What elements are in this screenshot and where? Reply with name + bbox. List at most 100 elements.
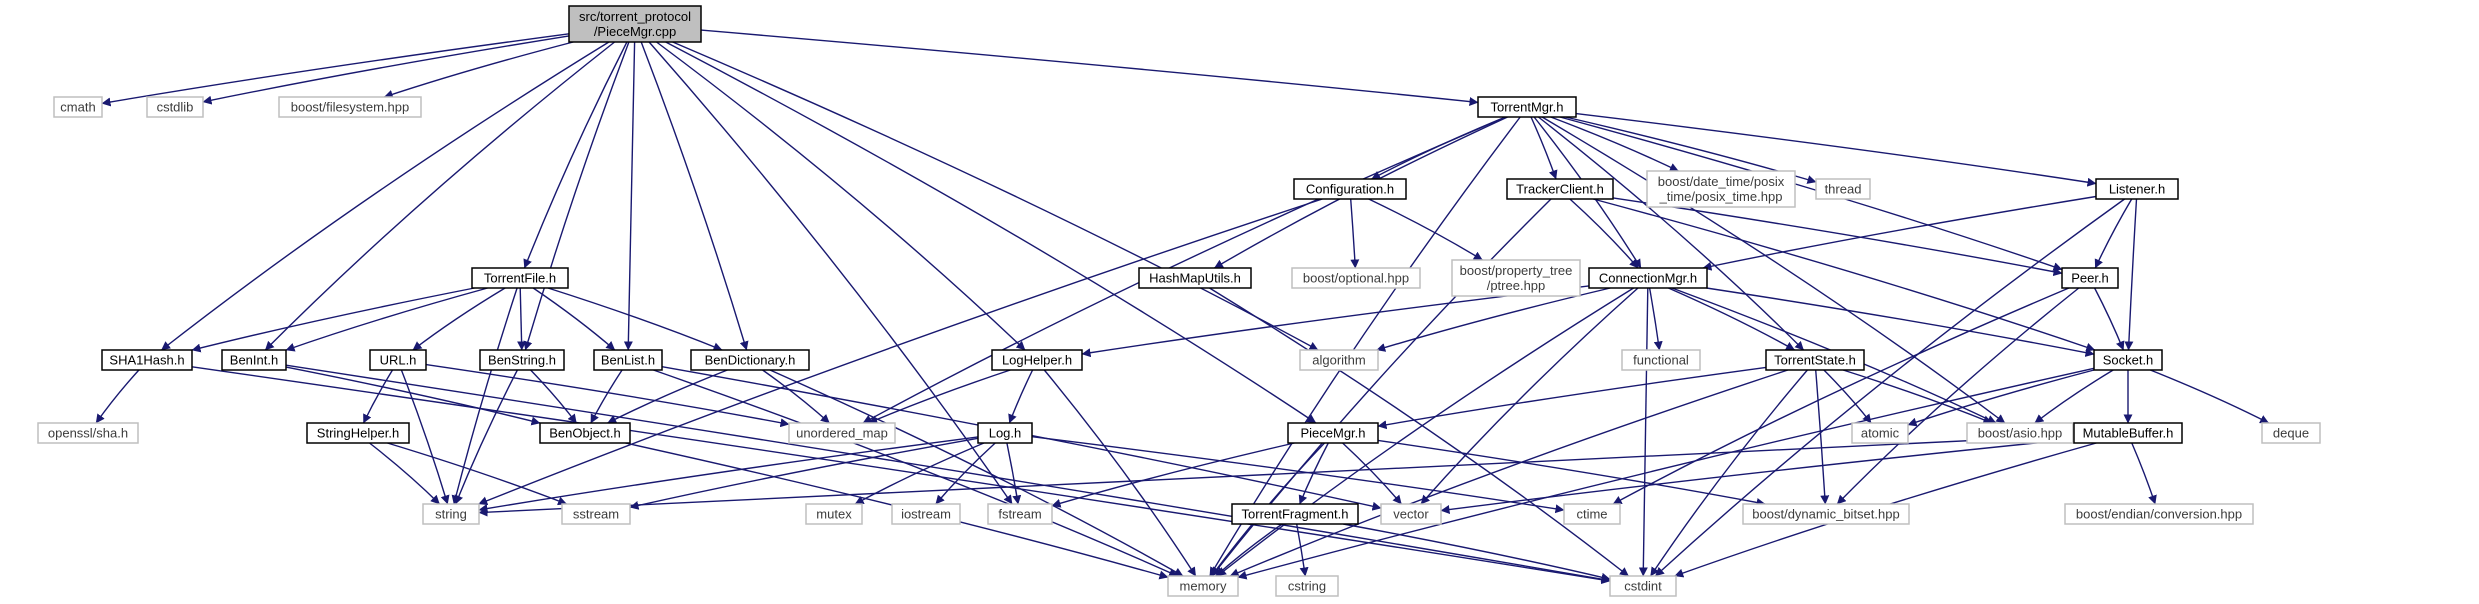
edge-torrentfragment-to-memory [1215, 523, 1283, 577]
edge-root-to-algorithm [672, 41, 1319, 351]
edge-torrentfile-to-bendictionary [547, 287, 723, 351]
file-node-configuration[interactable]: Configuration.h [1293, 178, 1407, 200]
edge-sha1hash-to-openssl [95, 369, 140, 424]
node-label: Peer.h [2071, 271, 2109, 286]
file-node-benobject[interactable]: BenObject.h [539, 422, 631, 444]
edge-socket-to-atomic [1907, 369, 2095, 427]
edge-stringhelper-to-sstream [387, 442, 568, 506]
node-box [1167, 575, 1239, 597]
file-node-torrentfragment[interactable]: TorrentFragment.h [1231, 503, 1359, 525]
file-node-benstring[interactable]: BenString.h [479, 349, 565, 371]
node-label: boost/dynamic_bitset.hpp [1752, 507, 1899, 522]
file-node-hashmaputils[interactable]: HashMapUtils.h [1138, 267, 1252, 289]
file-node-bendictionary[interactable]: BenDictionary.h [690, 349, 810, 371]
file-node-boost-endian: boost/endian/conversion.hpp [2064, 503, 2254, 525]
file-node-piecemgr[interactable]: PieceMgr.h [1287, 422, 1379, 444]
file-node-benlist[interactable]: BenList.h [593, 349, 663, 371]
node-label: cmath [60, 100, 95, 115]
edge-connectionmgr-to-memory [1216, 287, 1634, 577]
node-label: fstream [998, 507, 1041, 522]
node-box [1815, 178, 1871, 200]
node-label: Listener.h [2109, 182, 2165, 197]
file-node-algorithm: algorithm [1299, 349, 1379, 371]
file-node-torrentfile[interactable]: TorrentFile.h [471, 267, 569, 289]
node-box [788, 422, 896, 444]
edge-torrentfile-to-benlist [532, 287, 616, 351]
node-label: TrackerClient.h [1516, 182, 1604, 197]
file-node-iostream: iostream [891, 503, 961, 525]
node-label: thread [1825, 182, 1862, 197]
node-label: memory [1180, 579, 1227, 594]
node-box [1646, 170, 1796, 208]
file-node-mutablebuffer[interactable]: MutableBuffer.h [2073, 422, 2183, 444]
edge-benlist-to-memory [653, 369, 1179, 577]
file-node-sha1hash[interactable]: SHA1Hash.h [101, 349, 193, 371]
file-node-loghelper[interactable]: LogHelper.h [991, 349, 1083, 371]
edge-root-to-loghelper [656, 41, 1026, 351]
file-node-openssl: openssl/sha.h [37, 422, 139, 444]
file-node-vector: vector [1380, 503, 1442, 525]
node-label: TorrentFile.h [484, 271, 556, 286]
edge-loghelper-to-log [1008, 369, 1034, 424]
edge-root-to-fstream [648, 41, 1013, 505]
node-label: sstream [573, 507, 619, 522]
node-label: cstdint [1624, 579, 1662, 594]
edge-mutablebuffer-to-vector [1440, 438, 2075, 514]
edge-piecemgr-to-fstream [1051, 442, 1295, 508]
edge-torrentstate-to-atomic [1823, 369, 1872, 424]
edge-stringhelper-to-string [369, 442, 440, 505]
edge-log-to-string [478, 436, 979, 513]
edge-bendictionary-to-benobject [607, 369, 728, 424]
edge-benint-to-cstdint [285, 364, 1611, 584]
edge-peer-to-boost-dynbitset [1836, 287, 2080, 505]
file-node-atomic: atomic [1851, 422, 1909, 444]
file-node-stringhelper[interactable]: StringHelper.h [306, 422, 410, 444]
node-box [805, 503, 863, 525]
edge-log-to-fstream [1006, 442, 1022, 505]
node-box [991, 349, 1083, 371]
file-node-peer[interactable]: Peer.h [2061, 267, 2119, 289]
edge-sha1hash-to-cstdint [191, 366, 1611, 585]
file-node-torrentstate[interactable]: TorrentState.h [1765, 349, 1865, 371]
edge-torrentstate-to-boost-dynbitset [1815, 369, 1830, 505]
node-box [2061, 267, 2119, 289]
node-label: boost/filesystem.hpp [291, 100, 410, 115]
edge-torrentfile-to-benint [285, 287, 488, 352]
file-node-benint[interactable]: BenInt.h [221, 349, 287, 371]
file-node-log[interactable]: Log.h [977, 422, 1033, 444]
edge-connectionmgr-to-torrentstate [1668, 287, 1795, 351]
file-node-socket[interactable]: Socket.h [2093, 349, 2163, 371]
node-box [1138, 267, 1252, 289]
node-label: boost/date_time/posix [1658, 174, 1785, 189]
node-label: string [435, 507, 467, 522]
file-node-url[interactable]: URL.h [369, 349, 427, 371]
node-box [146, 96, 204, 118]
file-node-deque: deque [2261, 422, 2321, 444]
node-box [422, 503, 480, 525]
file-node-connectionmgr[interactable]: ConnectionMgr.h [1588, 267, 1708, 289]
edge-log-to-sstream [629, 437, 979, 510]
node-label: MutableBuffer.h [2083, 426, 2174, 441]
edge-piecemgr-to-vector [1342, 442, 1402, 505]
edge-log-to-iostream [935, 442, 996, 505]
file-node-functional: functional [1621, 349, 1701, 371]
node-label: BenInt.h [230, 353, 278, 368]
node-label: atomic [1861, 426, 1900, 441]
file-node-thread: thread [1815, 178, 1871, 200]
file-node-boost-ptree: boost/property_tree/ptree.hpp [1451, 259, 1581, 297]
edge-root-to-cmath [101, 33, 570, 107]
file-node-ctime: ctime [1563, 503, 1621, 525]
node-box [2095, 178, 2179, 200]
node-label: cstdlib [157, 100, 194, 115]
node-box [1293, 178, 1407, 200]
node-box [568, 5, 702, 43]
edge-url-to-string [400, 369, 450, 505]
file-node-listener[interactable]: Listener.h [2095, 178, 2179, 200]
node-box [1231, 503, 1359, 525]
edge-root-to-torrentmgr [700, 29, 1479, 106]
file-node-trackerclient[interactable]: TrackerClient.h [1506, 178, 1614, 200]
edge-torrentfragment-to-cstring [1296, 523, 1309, 577]
edge-configuration-to-boost-ptree [1368, 198, 1483, 261]
node-box [539, 422, 631, 444]
file-node-torrentmgr[interactable]: TorrentMgr.h [1477, 96, 1577, 118]
